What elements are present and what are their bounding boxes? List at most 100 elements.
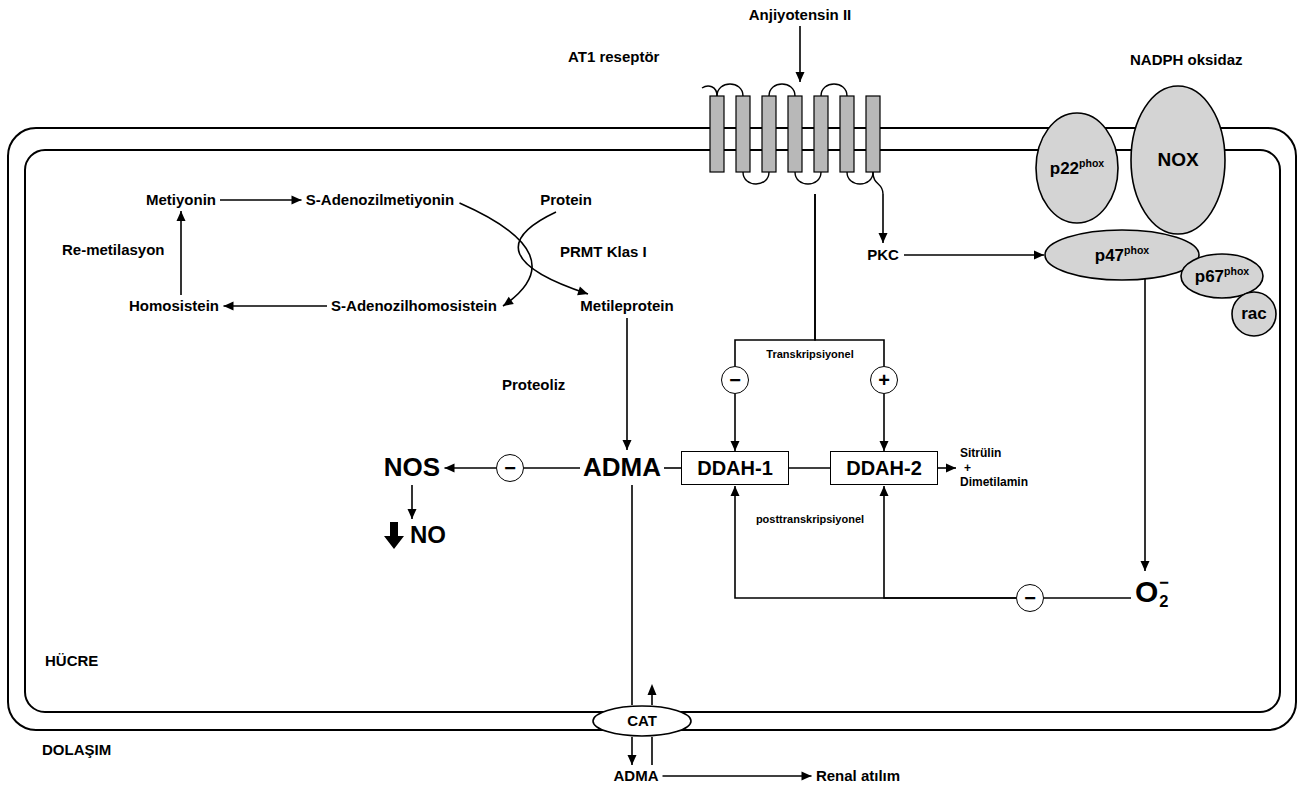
text-node: PKC — [865, 244, 901, 266]
node-text: Dimetilamin — [960, 475, 1028, 489]
label-text: DOLAŞIM — [42, 741, 111, 758]
connector-line — [224, 305, 328, 307]
label-text: Transkripsiyonel — [766, 348, 853, 361]
receptor-helix — [840, 96, 854, 172]
connector — [796, 26, 805, 82]
ellipse-node: CAT — [592, 705, 692, 737]
node-text: DDAH-1 — [697, 457, 773, 480]
receptor-helix — [710, 96, 724, 172]
connector — [904, 251, 1044, 260]
text-group: p22phox — [1050, 157, 1104, 178]
node-text: Protein — [540, 191, 592, 208]
node-text: p22 — [1050, 159, 1079, 178]
node-text: Renal atılım — [816, 767, 900, 784]
node-text: + — [878, 369, 890, 392]
arrow-head — [880, 441, 889, 451]
arrow-head — [1141, 561, 1150, 571]
receptor-helix — [866, 96, 880, 172]
process-box: DDAH-1 — [681, 451, 789, 485]
connector-line — [524, 467, 580, 469]
node-text: Metileprotein — [580, 297, 673, 314]
receptor-loop — [847, 172, 873, 184]
connector — [731, 486, 1017, 598]
node-text: − — [729, 369, 741, 392]
edge-label: Re-metilasyon — [62, 241, 165, 258]
text-group: O2− — [1135, 573, 1169, 611]
node-text: AT1 reseptör — [568, 48, 659, 65]
label-text: PRMT Klas I — [560, 243, 647, 260]
connector — [663, 772, 812, 781]
text-node: NOS — [382, 451, 443, 485]
node-text: phox — [1224, 265, 1249, 277]
outer-membrane — [8, 128, 1296, 730]
connector — [220, 196, 302, 205]
node-text: phox — [1079, 157, 1104, 169]
text-node: ADMA — [612, 765, 661, 787]
text-node: S-Adenozilmetiyonin — [304, 189, 457, 211]
node-text: NO — [410, 521, 446, 549]
text-node: O2− — [1133, 571, 1171, 613]
receptor-loop — [743, 172, 769, 184]
connector — [445, 464, 497, 473]
receptor-helix — [762, 96, 776, 172]
process-box: DDAH-2 — [830, 451, 938, 485]
ellipse-node: NOX — [1130, 85, 1226, 235]
arrow-head — [946, 464, 956, 473]
connector — [224, 302, 328, 311]
arrow-head — [880, 486, 889, 496]
connector — [408, 485, 417, 519]
arrow-head — [623, 440, 632, 450]
connector-line — [815, 194, 884, 366]
connector — [880, 394, 889, 451]
receptor-loop — [769, 84, 795, 96]
text-node: Anjiyotensin II — [747, 4, 854, 26]
connector-line — [1144, 279, 1146, 571]
connector — [789, 468, 830, 469]
ellipse-shape — [1232, 292, 1276, 336]
node-text: Sitrülin — [960, 446, 1001, 460]
receptor-helix — [814, 96, 828, 172]
connector-line — [735, 486, 1016, 598]
text-node: Protein — [538, 189, 594, 211]
sign-circle: − — [496, 454, 524, 482]
arrow-head — [628, 755, 637, 765]
node-text: + — [964, 461, 971, 475]
node-text: ADMA — [583, 453, 661, 483]
connector-line — [735, 194, 815, 366]
node-text: p47 — [1095, 246, 1124, 265]
node-text: Anjiyotensin II — [749, 6, 852, 23]
arrow-head — [445, 464, 455, 473]
receptor-tail — [873, 172, 883, 194]
node-text: 2 — [1159, 592, 1169, 611]
node-text: p67 — [1195, 267, 1224, 286]
arrow-head — [802, 772, 812, 781]
ellipse-shape — [1036, 113, 1118, 223]
connector-line — [789, 467, 830, 469]
text-node: Homosistein — [127, 295, 222, 317]
ellipse-shape — [1131, 86, 1225, 234]
connector — [628, 737, 637, 765]
text-node: Metileprotein — [578, 295, 676, 317]
text-stack: 2− — [1159, 573, 1169, 611]
receptor-shape — [700, 82, 905, 194]
node-text: NOS — [384, 453, 440, 483]
text-node: Metiyonin — [144, 189, 218, 211]
node-text: − — [1159, 573, 1169, 592]
connector-line — [884, 486, 1016, 598]
node-text: CAT — [627, 712, 657, 729]
text-group: p67phox — [1195, 265, 1249, 286]
connector — [524, 468, 580, 469]
connector — [735, 194, 815, 366]
connector-line — [626, 318, 628, 450]
connector-line — [663, 775, 812, 777]
connector-line — [180, 211, 182, 295]
node-text: S-Adenozilhomosistein — [331, 297, 497, 314]
inner-membrane — [25, 150, 1280, 712]
arrow-head — [796, 72, 805, 82]
connector — [652, 737, 653, 765]
sign-circle: + — [870, 366, 898, 394]
arrow-head — [408, 509, 417, 519]
node-text: − — [1024, 587, 1036, 610]
ellipse-shape — [1181, 254, 1263, 298]
